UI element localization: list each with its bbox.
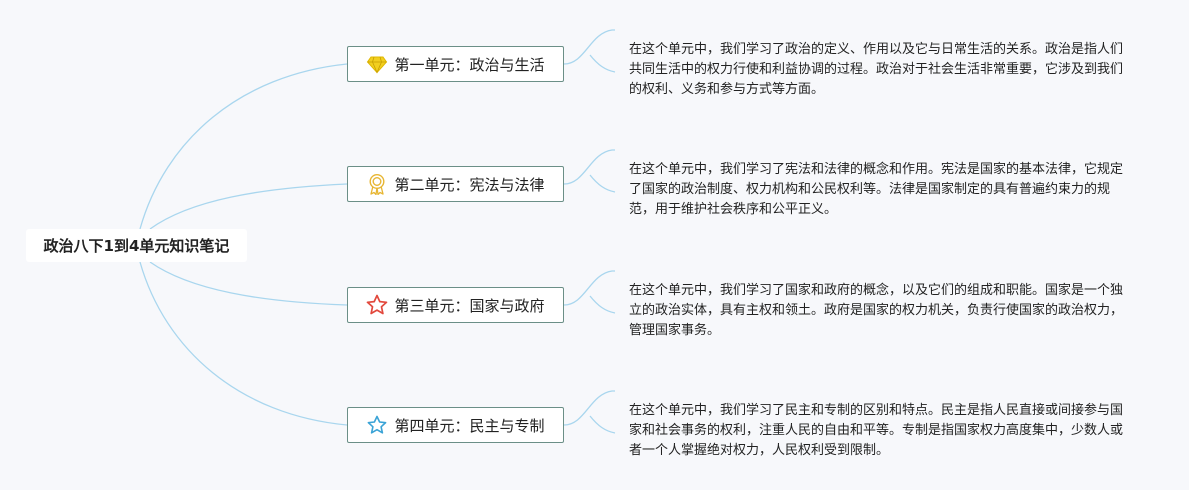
connector-root-unit-1 [139,63,348,230]
unit-note-3: 在这个单元中，我们学习了国家和政府的概念，以及它们的组成和职能。国家是一个独立的… [629,283,1124,338]
unit-note-2: 在这个单元中，我们学习了宪法和法律的概念和作用。宪法是国家的基本法律，它规定了国… [629,162,1124,217]
unit-note-4: 在这个单元中，我们学习了民主和专制的区别和特点。民主是指人民直接或间接参与国家和… [629,403,1124,458]
unit-note-1: 在这个单元中，我们学习了政治的定义、作用以及它与日常生活的关系。政治是指人们共同… [629,42,1124,97]
connector-unit-4-note [563,390,616,434]
unit-node-4-label: 第四单元：民主与专制 [394,416,545,435]
connector-root-unit-3 [149,261,348,306]
medal-icon [366,173,388,195]
connector-root-unit-4 [139,261,348,426]
unit-node-2-label: 第二单元：宪法与法律 [394,175,545,194]
unit-node-1[interactable]: 第一单元：政治与生活 [347,46,564,82]
connector-unit-3-note [563,270,616,314]
root-topic[interactable]: 政治八下1到4单元知识笔记 [26,229,247,262]
connector-unit-1-note [563,29,616,73]
connector-root-unit-2 [149,183,348,230]
diamond-icon [366,53,388,75]
unit-node-3[interactable]: 第三单元：国家与政府 [347,287,564,323]
star-outline-blue-icon [366,414,388,436]
unit-node-4[interactable]: 第四单元：民主与专制 [347,407,564,443]
unit-node-3-label: 第三单元：国家与政府 [394,296,545,315]
unit-node-2[interactable]: 第二单元：宪法与法律 [347,166,564,202]
unit-node-1-label: 第一单元：政治与生活 [394,55,545,74]
root-topic-label: 政治八下1到4单元知识笔记 [43,237,230,255]
connector-unit-2-note [563,149,616,193]
star-outline-red-icon [366,294,388,316]
